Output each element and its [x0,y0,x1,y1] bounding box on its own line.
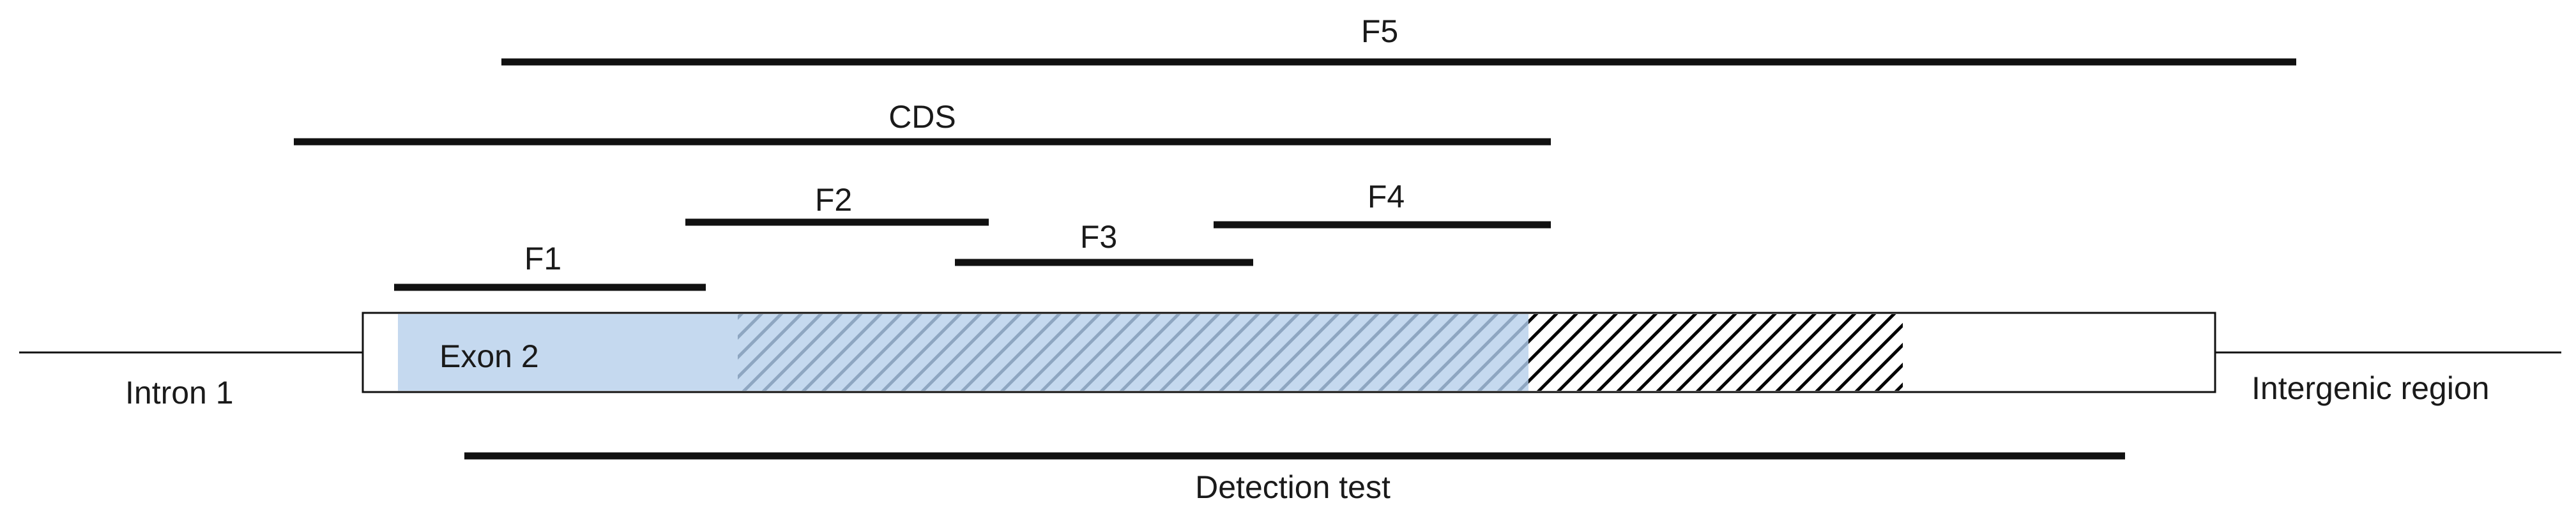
exon-2-region [398,314,738,391]
detection-test-label: Detection test [1195,469,1391,505]
intergenic-label: Intergenic region [2252,370,2489,406]
f3-label: F3 [1080,219,1117,255]
coding-hatched-region [738,314,1528,391]
f2-label: F2 [815,182,852,218]
f4-label: F4 [1368,179,1405,215]
utr-hatched-region [1528,314,1903,391]
intron-label: Intron 1 [125,375,234,411]
f1-label: F1 [524,241,561,276]
f5-label: F5 [1361,13,1398,49]
cds-label: CDS [888,99,956,135]
exon-label: Exon 2 [439,338,539,374]
